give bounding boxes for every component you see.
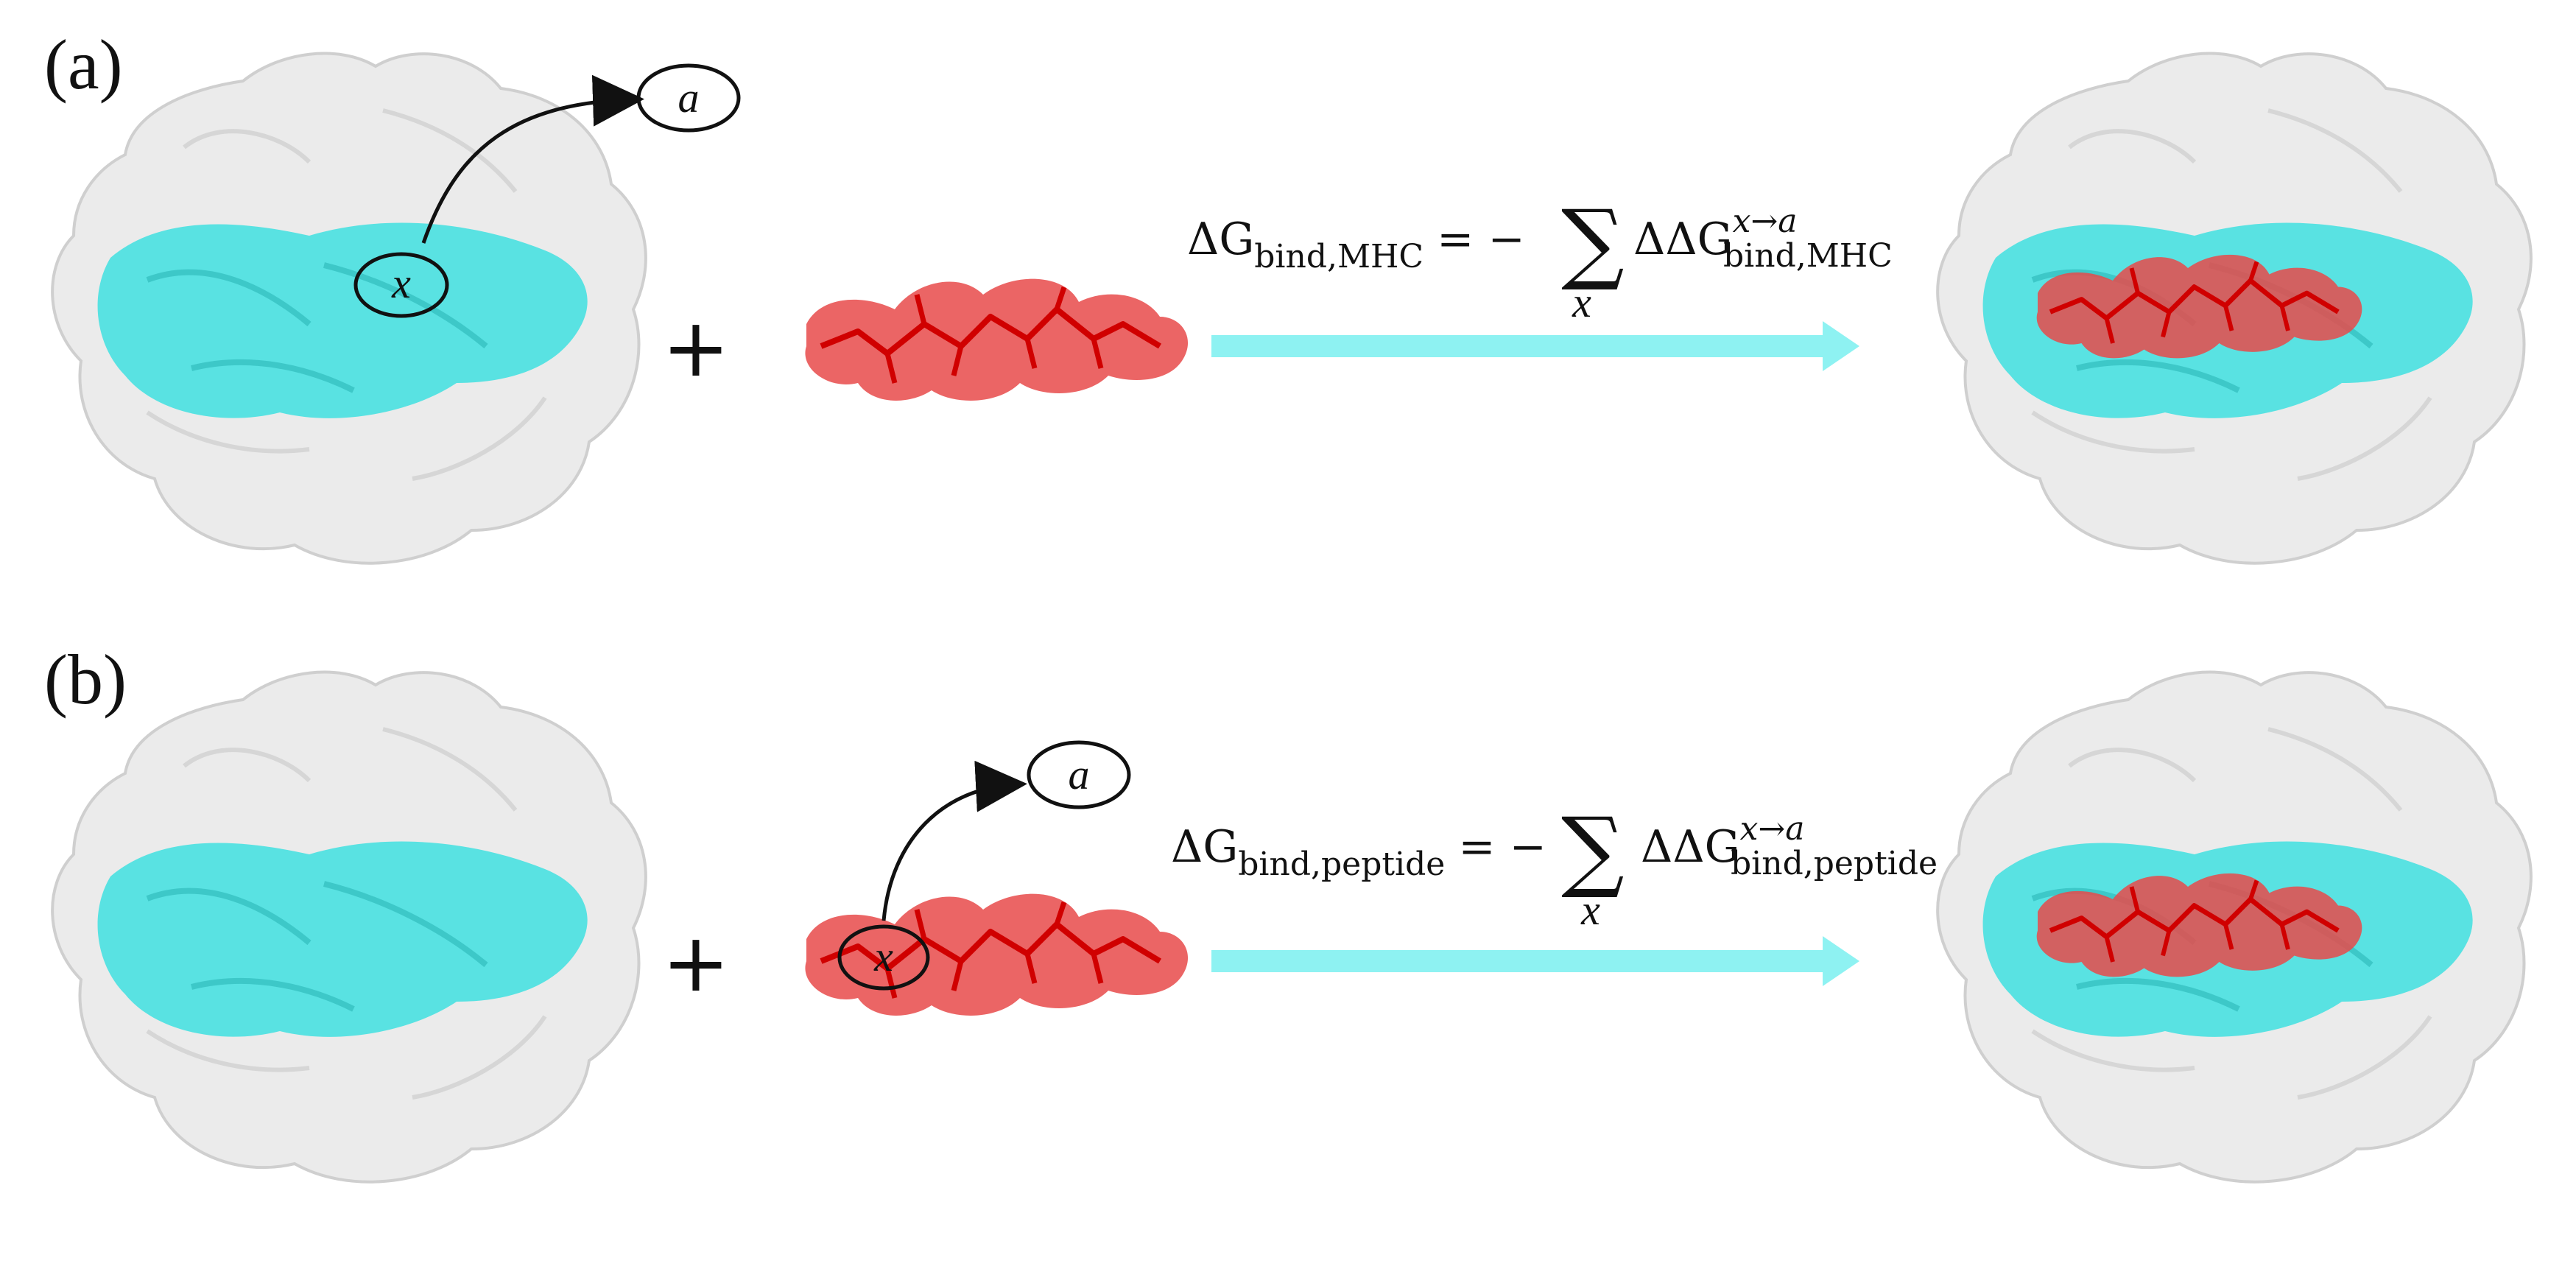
- mutation-site-marker: [837, 924, 930, 991]
- term-symbol: ΔΔG: [1641, 821, 1740, 873]
- binding-energy-equation: ΔGbind,MHC= − ∑ x ΔΔGx→a bind,MHC: [1187, 191, 1893, 326]
- term-superscript: x→a: [1733, 203, 1798, 240]
- peptide: [805, 279, 1188, 401]
- mutation-target-marker: [636, 63, 741, 133]
- plus-sign: +: [662, 300, 730, 395]
- lhs-subscript: bind,MHC: [1254, 238, 1424, 275]
- panel-a: (a) x a + ΔGbind,MHC= − ∑ x ΔΔGx→a bind,…: [44, 25, 2531, 563]
- equals-minus: = −: [1437, 214, 1525, 265]
- term-superscript: x→a: [1740, 810, 1805, 848]
- mhc-protein-surface: [52, 672, 646, 1182]
- sum-symbol: ∑: [1561, 191, 1625, 294]
- reaction-arrow: [1211, 321, 1859, 371]
- peptide: [805, 894, 1188, 1016]
- mhc-protein-surface: [52, 54, 646, 563]
- svg-text:ΔΔGx→a: ΔΔGx→a: [1641, 810, 1805, 873]
- plus-sign: +: [662, 915, 730, 1010]
- mutation-arrow: [881, 760, 1027, 921]
- svg-text:ΔGbind,MHC= −: ΔGbind,MHC = −: [1187, 214, 1525, 275]
- svg-text:ΔΔGx→a: ΔΔGx→a: [1633, 203, 1798, 265]
- term-symbol: ΔΔG: [1633, 214, 1733, 265]
- mutation-target-label: a: [1069, 750, 1090, 798]
- svg-text:ΔGbind,peptide= −: ΔGbind,peptide = −: [1171, 821, 1546, 883]
- mutation-site-marker: [353, 252, 449, 318]
- lhs-symbol: ΔG: [1171, 821, 1238, 873]
- panel-label: (b): [44, 640, 127, 719]
- sum-index: x: [1580, 886, 1600, 934]
- mhc-peptide-complex: [1938, 54, 2531, 563]
- sum-symbol: ∑: [1561, 799, 1625, 901]
- mutation-arrow: [421, 74, 644, 244]
- binding-energy-equation: ΔGbind,peptide= − ∑ x ΔΔGx→a bind,peptid…: [1171, 799, 1938, 934]
- mutation-site-label: x: [391, 259, 411, 307]
- term-subscript: bind,MHC: [1723, 237, 1893, 275]
- mhc-peptide-complex: [1938, 672, 2531, 1182]
- panel-b: (b) + x a ΔGbind,peptide= − ∑ x ΔΔGx→a b…: [44, 640, 2531, 1182]
- mutation-target-label: a: [678, 74, 700, 122]
- mutation-site-label: x: [873, 932, 893, 980]
- lhs-symbol: ΔG: [1187, 214, 1254, 265]
- term-subscript: bind,peptide: [1731, 845, 1938, 882]
- panel-label: (a): [44, 25, 123, 104]
- sum-index: x: [1572, 278, 1591, 326]
- mutation-target-marker: [1027, 740, 1131, 809]
- equals-minus: = −: [1458, 821, 1546, 873]
- reaction-arrow: [1211, 936, 1859, 986]
- lhs-subscript: bind,peptide: [1238, 846, 1445, 883]
